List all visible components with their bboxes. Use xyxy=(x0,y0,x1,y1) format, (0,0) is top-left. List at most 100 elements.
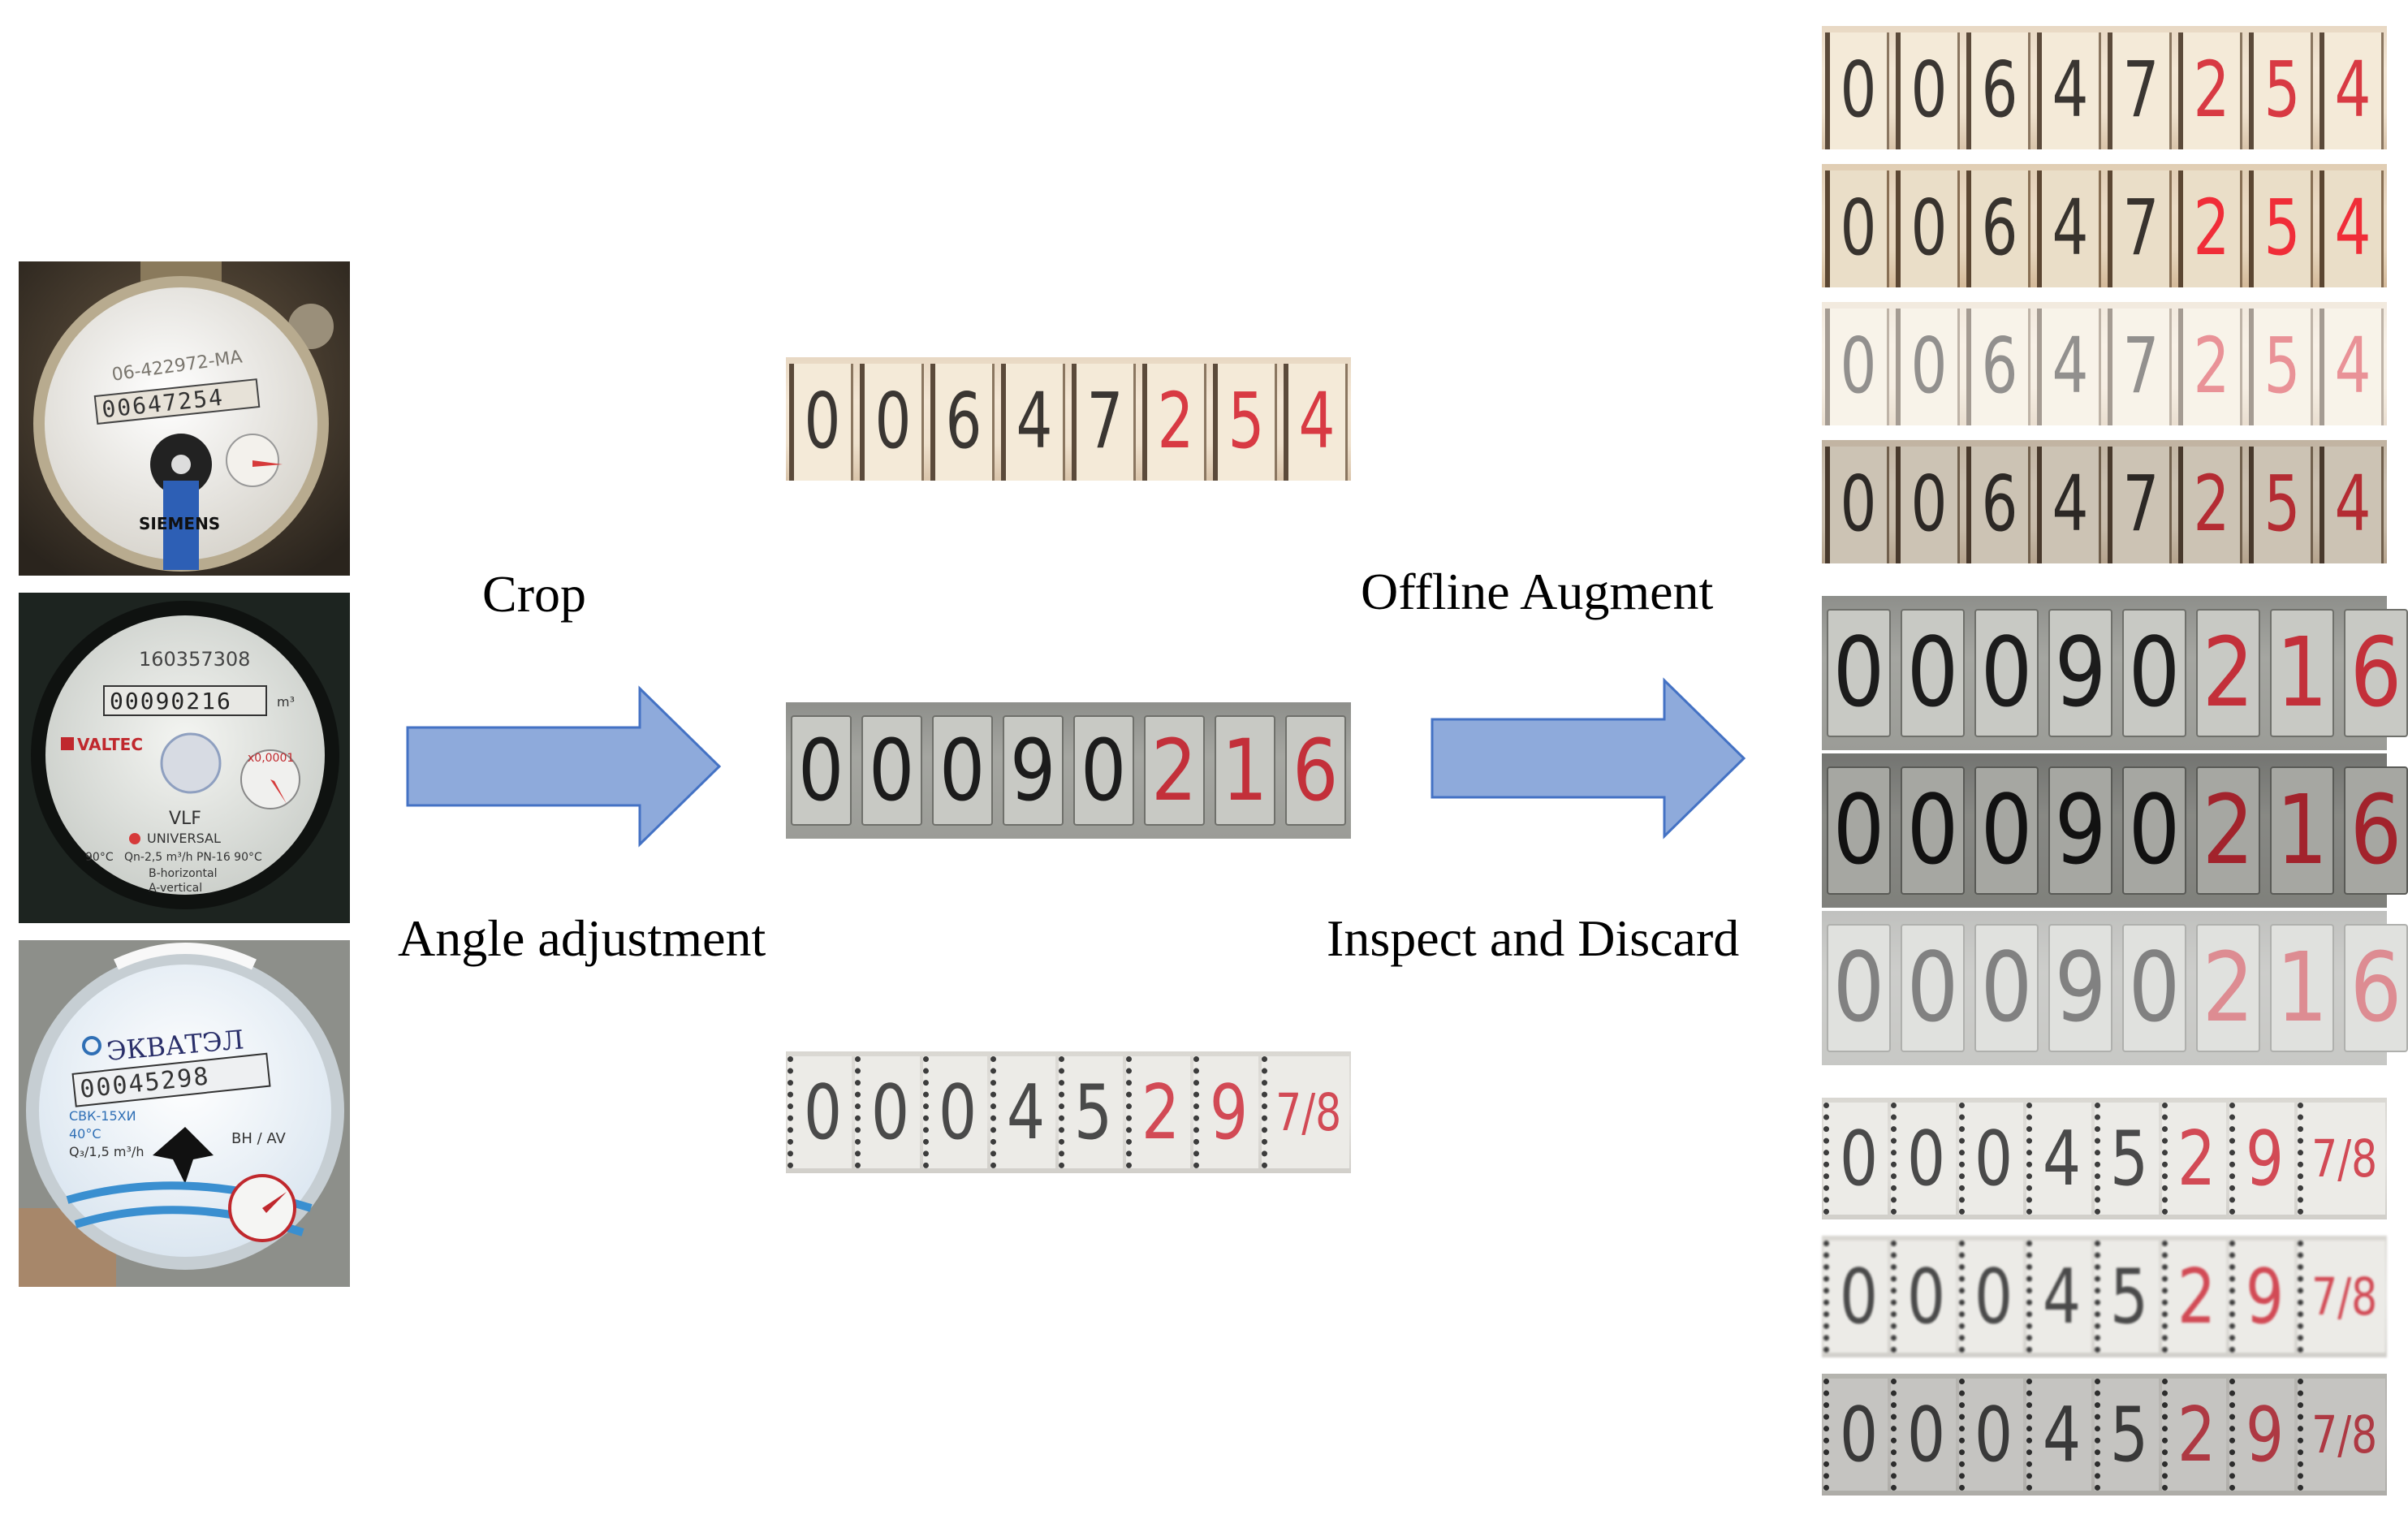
digit-cell: 4 xyxy=(2026,1379,2091,1491)
digit-cell: 6 xyxy=(930,364,995,481)
digit-cell: 0 xyxy=(1891,1379,1956,1491)
digit-cell: 0 xyxy=(855,1056,920,1168)
digit-cell: 0 xyxy=(1827,924,1891,1052)
digit-cell: 0 xyxy=(1900,609,1965,737)
digit: 9 xyxy=(1010,720,1056,820)
digit: 0 xyxy=(1980,775,2033,887)
digit-cell: 0 xyxy=(789,364,853,481)
meter-spec-horizontal: B-horizontal xyxy=(149,867,218,880)
digit-cell: 2 xyxy=(1144,715,1205,826)
offline-augment-label: Offline Augment xyxy=(1361,563,1714,620)
digit-cell: 0 xyxy=(861,715,922,826)
digit-cell: 0 xyxy=(1974,766,2039,895)
digit-cell: 0 xyxy=(1900,924,1965,1052)
digit-cell: 6 xyxy=(2343,609,2408,737)
digit: 6 xyxy=(945,377,982,466)
digit: 4 xyxy=(2334,322,2371,411)
digit-cell: 5 xyxy=(1213,364,1277,481)
digit: 2 xyxy=(2177,1390,2216,1478)
digit: 2 xyxy=(1141,1068,1180,1156)
digit: 2 xyxy=(2193,460,2230,549)
digit-cell: 0 xyxy=(1896,309,1960,425)
digit: 7/8 xyxy=(1275,1082,1341,1142)
digit-cell: 7 xyxy=(2108,32,2172,149)
digit: 2 xyxy=(2193,45,2230,135)
digit-cell: 4 xyxy=(1284,364,1348,481)
digit: 9 xyxy=(2245,1252,2285,1340)
digit-cell: 7 xyxy=(1072,364,1136,481)
digit-cell: 7 xyxy=(2108,309,2172,425)
digit-cell: 9 xyxy=(1003,715,1064,826)
digit: 4 xyxy=(1298,377,1336,466)
digit-cell: 7/8 xyxy=(1261,1056,1350,1168)
digit-cell: 6 xyxy=(1966,447,2030,563)
digit: 0 xyxy=(1839,1390,1878,1478)
digit-cell: 0 xyxy=(1825,32,1889,149)
digit: 0 xyxy=(1980,932,2033,1044)
digit: 5 xyxy=(2263,183,2301,273)
digit: 9 xyxy=(2245,1390,2285,1478)
digit: 1 xyxy=(2276,932,2328,1044)
digit-cell: 1 xyxy=(1215,715,1275,826)
digit: 0 xyxy=(1840,183,1877,273)
meter-brand: VALTEC xyxy=(77,735,143,754)
digit-cell: 9 xyxy=(2048,924,2112,1052)
digit-cell: 0 xyxy=(1825,170,1889,287)
digit: 0 xyxy=(1840,322,1877,411)
digit-cell: 7 xyxy=(2108,170,2172,287)
digit: 4 xyxy=(2334,183,2371,273)
digit: 7/8 xyxy=(2311,1267,2377,1327)
digit-cell: 7/8 xyxy=(2297,1379,2386,1491)
digit-cell: 9 xyxy=(2229,1241,2294,1353)
digit-cell: 0 xyxy=(860,364,924,481)
digit-cell: 0 xyxy=(1823,1379,1888,1491)
digit: 0 xyxy=(1980,617,2033,729)
digit-cell: 0 xyxy=(1823,1241,1888,1353)
digit-cell: 0 xyxy=(1958,1379,2024,1491)
digit: 2 xyxy=(2202,932,2255,1044)
digit-cell: 4 xyxy=(2320,309,2384,425)
digit: 6 xyxy=(2350,932,2402,1044)
digit: 0 xyxy=(1906,1390,1946,1478)
digit-cell: 7/8 xyxy=(2297,1103,2386,1215)
digit: 0 xyxy=(1840,460,1877,549)
digit: 2 xyxy=(2202,775,2255,887)
digit: 9 xyxy=(2054,617,2107,729)
digit-cell: 2 xyxy=(2161,1241,2227,1353)
digit: 5 xyxy=(2263,460,2301,549)
digit: 0 xyxy=(803,1068,842,1156)
digit-cell: 7/8 xyxy=(2297,1241,2386,1353)
digit: 9 xyxy=(2245,1114,2285,1202)
digit: 7/8 xyxy=(2311,1405,2377,1465)
digit: 0 xyxy=(1906,775,1959,887)
digit: 5 xyxy=(2263,322,2301,411)
inspect-discard-label: Inspect and Discard xyxy=(1327,909,1740,967)
digit-cell: 0 xyxy=(1958,1241,2024,1353)
digit-cell: 2 xyxy=(1125,1056,1191,1168)
digit: 0 xyxy=(1910,460,1948,549)
digit-cell: 0 xyxy=(922,1056,988,1168)
digit: 6 xyxy=(1981,460,2018,549)
digit-cell: 2 xyxy=(2178,447,2242,563)
meter-photo-ekvatel: ЭКВАТЭЛ 00045298 СВК-15ХИ 40°C Q₃/1,5 m³… xyxy=(19,940,350,1287)
digit-cell: 5 xyxy=(2094,1379,2159,1491)
digit-cell: 0 xyxy=(1073,715,1134,826)
digit: 4 xyxy=(2042,1252,2081,1340)
digit: 0 xyxy=(939,720,986,820)
digit: 5 xyxy=(1228,377,1265,466)
digit-cell: 0 xyxy=(1974,924,2039,1052)
digit-cell: 9 xyxy=(2048,766,2112,895)
digit-cell: 5 xyxy=(2249,447,2313,563)
digit: 0 xyxy=(874,377,912,466)
digit-cell: 2 xyxy=(2195,766,2260,895)
meter-serial: 160357308 xyxy=(139,648,250,671)
meter-reading: 00090216 xyxy=(110,688,232,714)
meter-photo-valtec: 160357308 00090216 m³ VALTEC x0,0001 VLF… xyxy=(19,593,350,923)
